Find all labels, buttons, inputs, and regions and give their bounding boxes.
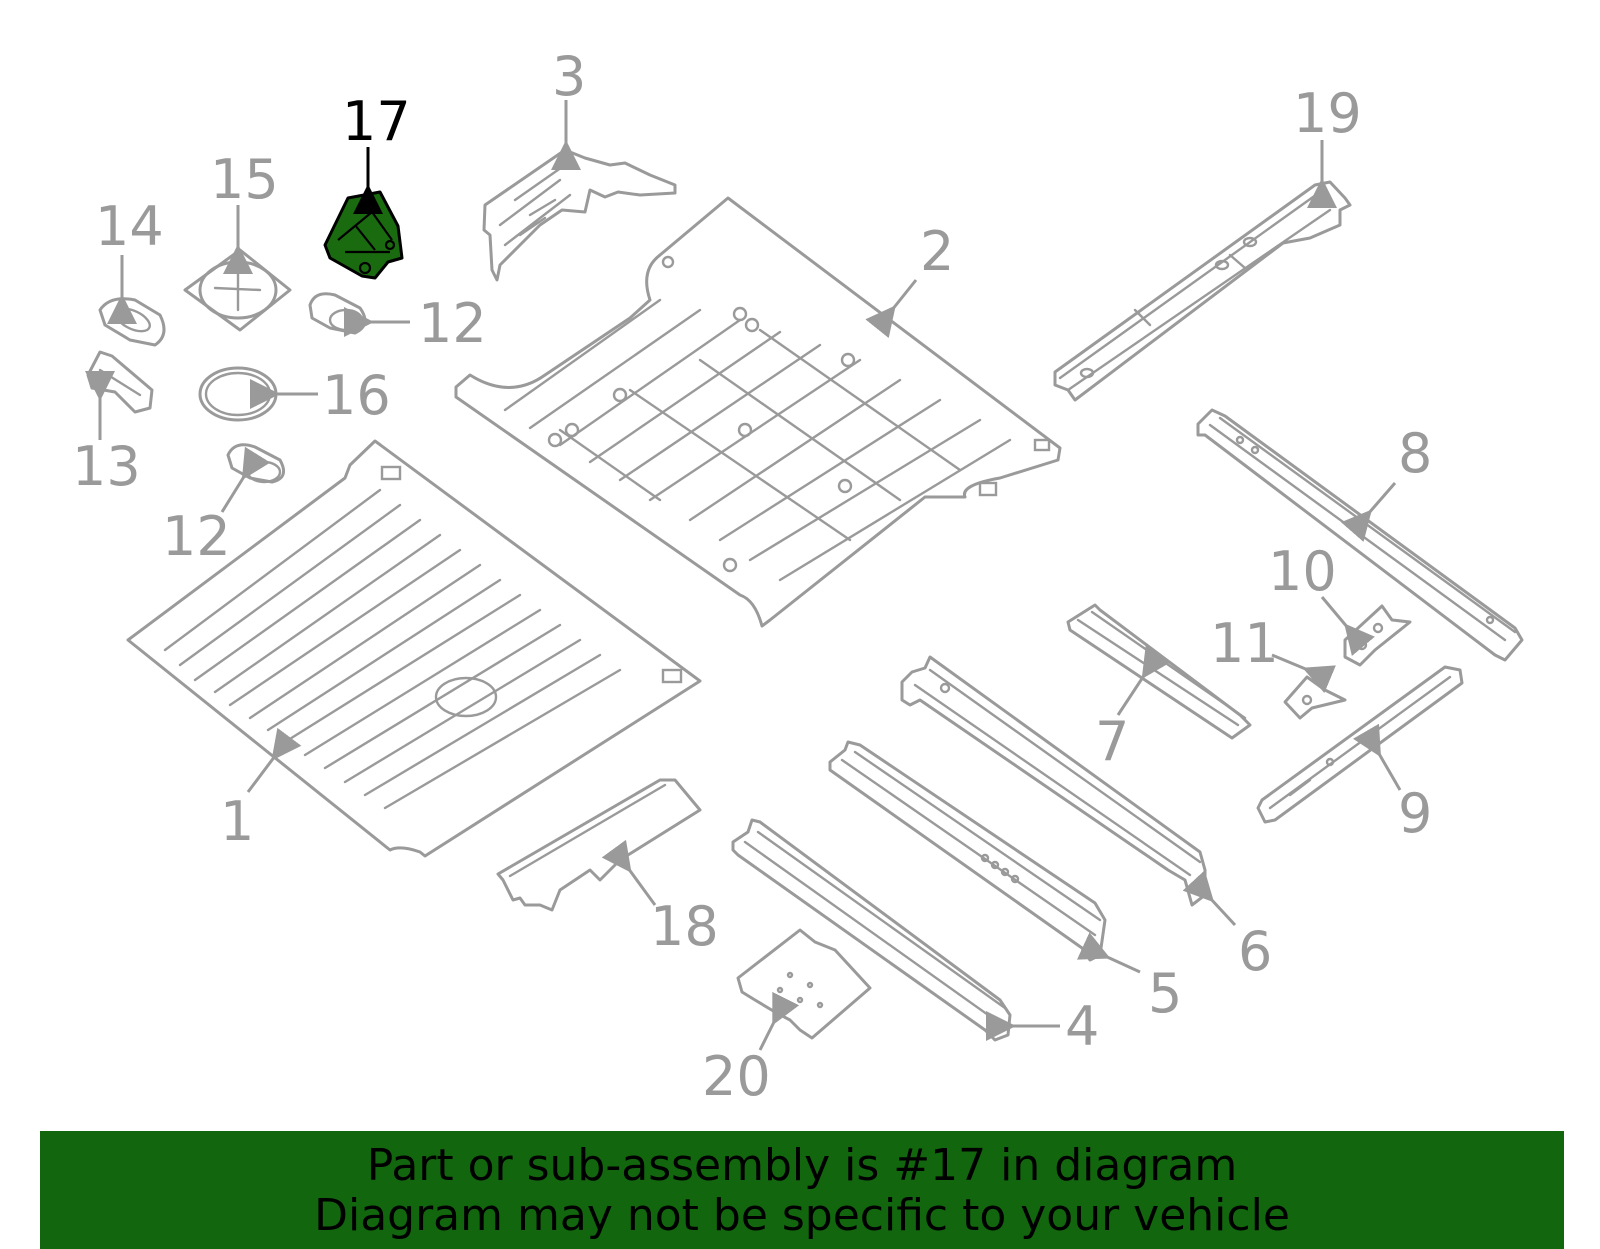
callout-4: 4 — [1065, 995, 1099, 1058]
part-info-banner: Part or sub-assembly is #17 in diagram D… — [40, 1131, 1564, 1249]
part-15-speaker[interactable] — [183, 248, 292, 332]
callout-3: 3 — [552, 45, 586, 108]
callout-17: 17 — [342, 90, 411, 153]
callout-2: 2 — [920, 220, 954, 283]
part-18-panel[interactable] — [496, 778, 702, 912]
banner-line-1: Part or sub-assembly is #17 in diagram — [366, 1140, 1238, 1191]
callout-16: 16 — [322, 364, 391, 427]
callout-11: 11 — [1210, 612, 1279, 675]
part-16-ring[interactable] — [198, 366, 278, 422]
part-13-clip[interactable] — [86, 350, 154, 414]
callout-12-upper: 12 — [418, 292, 487, 355]
callout-20: 20 — [702, 1045, 771, 1108]
part-12-cover-upper[interactable] — [308, 292, 367, 335]
part-19-crossmember[interactable] — [1053, 180, 1352, 402]
callout-6: 6 — [1238, 920, 1272, 983]
part-2-rear-floor[interactable] — [454, 196, 1062, 628]
part-20-plate[interactable] — [736, 928, 872, 1040]
callout-9: 9 — [1398, 782, 1432, 845]
callout-13: 13 — [72, 435, 141, 498]
callout-15: 15 — [210, 148, 279, 211]
callout-18: 18 — [650, 895, 719, 958]
part-1-floor-pan[interactable] — [126, 439, 702, 858]
callout-5: 5 — [1148, 962, 1182, 1025]
callout-leaders — [85, 100, 1402, 1051]
part-6-side-member[interactable] — [900, 655, 1207, 907]
part-5-side-member[interactable] — [828, 740, 1107, 962]
part-17-highlighted-bracket[interactable] — [323, 190, 404, 280]
part-14-gasket[interactable] — [98, 297, 166, 347]
callout-8: 8 — [1398, 422, 1432, 485]
callout-12-lower: 12 — [162, 505, 231, 568]
callout-19: 19 — [1293, 82, 1362, 145]
part-12-cover-lower[interactable] — [226, 443, 286, 484]
part-11-bracket[interactable] — [1283, 675, 1347, 720]
callout-10: 10 — [1268, 540, 1337, 603]
callout-14: 14 — [95, 195, 164, 258]
callout-7: 7 — [1095, 710, 1129, 773]
callout-1: 1 — [220, 790, 254, 853]
callout-labels: 1 2 3 4 5 6 7 8 9 10 11 12 12 13 14 15 1… — [72, 45, 1432, 1108]
part-3-bracket[interactable] — [482, 148, 677, 282]
banner-line-2: Diagram may not be specific to your vehi… — [314, 1190, 1290, 1241]
part-10-bracket[interactable] — [1343, 604, 1412, 667]
part-4-side-member[interactable] — [731, 818, 1012, 1042]
